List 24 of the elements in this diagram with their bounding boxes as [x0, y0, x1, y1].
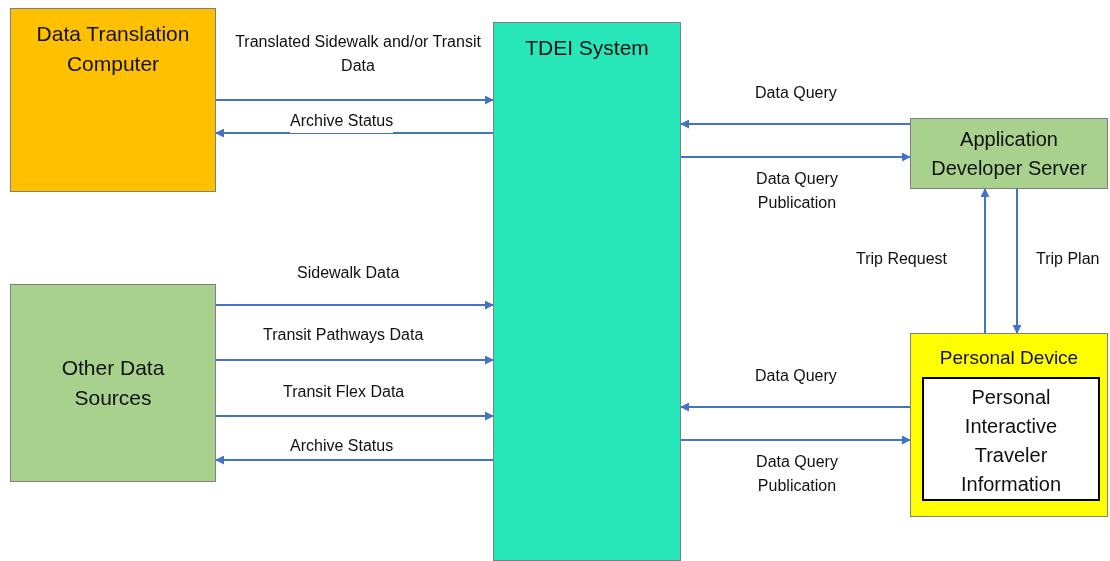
arrow	[680, 119, 911, 129]
device-box	[910, 333, 1108, 517]
arrow	[1012, 188, 1022, 334]
node-label: Personal Interactive Traveler Information	[959, 385, 1063, 497]
server-box	[910, 118, 1108, 189]
node-label: Other Data Sources	[60, 355, 166, 412]
node-label: Data Translation Computer	[35, 21, 191, 78]
arrow	[680, 435, 911, 445]
arrow	[215, 455, 494, 465]
node-label: Application Developer Server	[930, 127, 1088, 181]
arrow	[215, 95, 494, 105]
arrow	[980, 188, 990, 334]
arrow	[680, 402, 911, 412]
node-label: Personal Device	[938, 346, 1080, 370]
arrow	[215, 300, 494, 310]
data-sources-box	[10, 284, 216, 482]
arrow	[215, 128, 494, 138]
information-box	[922, 377, 1100, 501]
arrow	[215, 411, 494, 421]
system-box	[493, 22, 681, 561]
arrow	[215, 355, 494, 365]
node-label: TDEI System	[524, 35, 650, 61]
arrow	[680, 152, 911, 162]
computer-box	[10, 8, 216, 192]
